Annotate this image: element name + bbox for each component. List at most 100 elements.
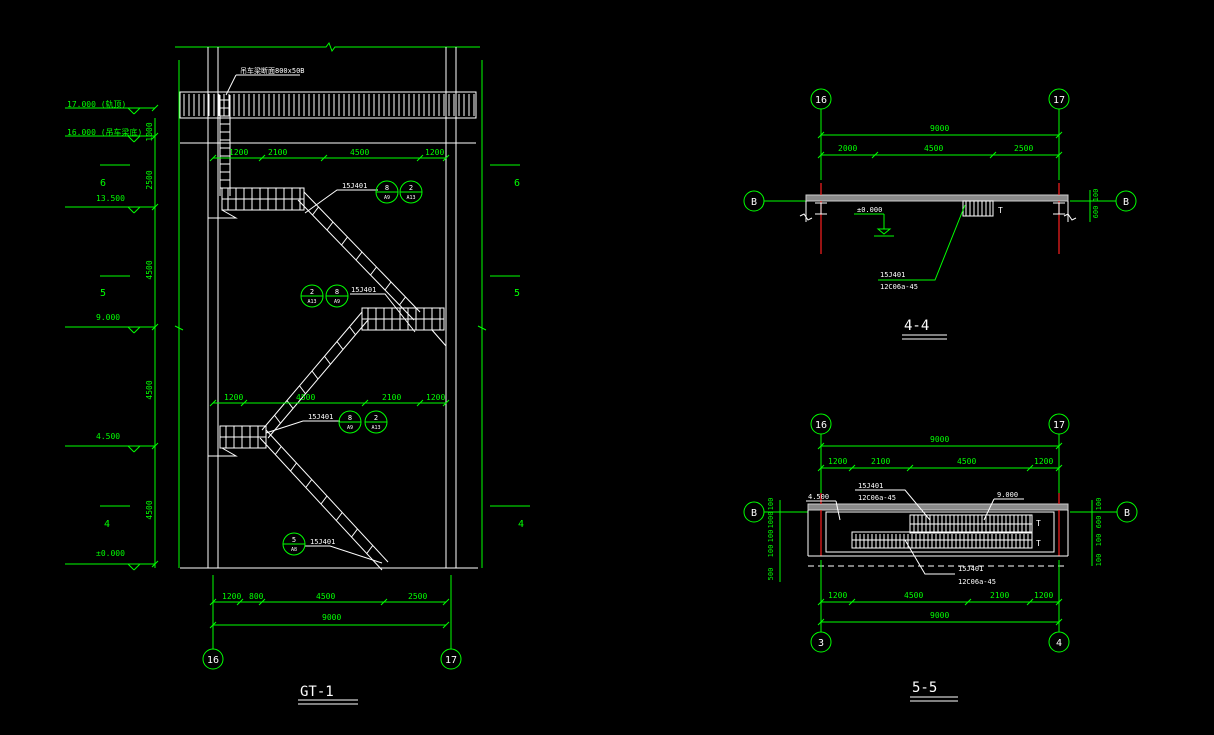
flight-tread: [384, 281, 392, 291]
dim-tick: [1055, 464, 1063, 472]
top-dim-2: 2100: [268, 148, 287, 157]
mid-dim-2: 4500: [296, 393, 315, 402]
support-upper: [208, 209, 238, 219]
dim-tick: [416, 154, 424, 162]
left-dim-3: 100: [767, 530, 775, 543]
floor-6-left: 6: [100, 178, 106, 189]
mid-dim-1: 1200: [224, 393, 243, 402]
bottom-dim-2: 800: [249, 592, 264, 601]
dim-tick: [151, 442, 159, 450]
dim-tick: [906, 464, 914, 472]
svg-text:A13: A13: [406, 195, 415, 201]
leader-3: [265, 420, 340, 434]
grid-label-right: B: [1124, 508, 1130, 519]
top-dim-4: 1200: [1034, 457, 1053, 466]
dim-tick: [817, 151, 825, 159]
side-dim-100: 100: [1092, 189, 1100, 202]
support-lower: [208, 447, 238, 457]
vdim-4500-b: 4500: [145, 380, 154, 399]
bottom-dim-1: 1200: [222, 592, 241, 601]
elevation-triangle: [133, 326, 141, 334]
dim-4500: 4500: [924, 144, 943, 153]
elevation-triangle: [133, 135, 141, 143]
total-dim-top: 9000: [930, 435, 949, 444]
note-leader-bottom: [904, 539, 955, 575]
axis-label-17: 17: [1053, 420, 1065, 431]
flight-tread: [274, 446, 282, 455]
left-dim-5: 500: [767, 568, 775, 581]
rebar-note-top: 12C06a-45: [858, 494, 896, 502]
elev-left-leader: [835, 500, 841, 521]
axis-label-3: 3: [818, 638, 824, 649]
ref-code: 15J401: [880, 271, 905, 279]
flight-tread: [341, 236, 348, 246]
svg-text:A9: A9: [347, 425, 353, 431]
grid-label-right: B: [1123, 197, 1129, 208]
dim-tick: [151, 104, 159, 112]
dim-tick: [442, 598, 450, 606]
dim-tick: [380, 598, 388, 606]
dim-tick: [209, 154, 217, 162]
axis-bubble-4: [1048, 631, 1070, 653]
vdim-4500-c: 4500: [145, 500, 154, 519]
dim-tick: [848, 464, 856, 472]
floor-marks: [100, 164, 530, 507]
flight-tread: [274, 414, 281, 424]
callout-4: 8A9: [325, 284, 349, 308]
left-dim-1: 100: [767, 498, 775, 511]
dim-tick: [151, 203, 159, 211]
ref-code-top: 15J401: [858, 482, 883, 490]
mid-dim-4: 1200: [426, 393, 445, 402]
dim-tick: [236, 598, 244, 606]
axis-label-17: 17: [445, 655, 457, 666]
axis-bubble-16: [202, 648, 224, 670]
bottom-dim-3: 2100: [990, 591, 1009, 600]
ref-code-4: 15J401: [310, 538, 335, 546]
flight-tread: [311, 370, 319, 380]
dim-tick: [817, 131, 825, 139]
gt1-title: GT-1: [300, 684, 334, 700]
stair-hatch: [965, 201, 991, 216]
callout-5: 8A9: [338, 410, 362, 434]
break-right: [1063, 213, 1077, 221]
svg-text:A9: A9: [334, 299, 340, 305]
flight-tread: [399, 296, 406, 306]
svg-text:A9: A9: [384, 195, 390, 201]
landing-rails: [220, 188, 444, 448]
dim-2500: 2500: [1014, 144, 1033, 153]
stair-flights: [259, 191, 421, 571]
ref-code-2: 15J401: [351, 286, 376, 294]
elev-0000: ±0.000: [96, 549, 125, 558]
svg-text:5: 5: [292, 536, 296, 544]
flight-tread: [366, 545, 374, 554]
dim-tick: [1026, 464, 1034, 472]
flight-tread: [299, 385, 306, 395]
ref-code-1: 15J401: [342, 182, 367, 190]
elev-17000: 17.000 (轨顶): [67, 99, 126, 109]
svg-text:8: 8: [348, 414, 352, 422]
svg-text:A13: A13: [307, 299, 316, 305]
flight-tread: [349, 326, 356, 336]
rebar-note-bottom: 12C06a-45: [958, 578, 996, 586]
break-left: [799, 213, 813, 221]
elevation-triangle: [127, 326, 135, 334]
sec44-title: 4-4: [904, 318, 929, 334]
flight-tread: [351, 528, 358, 538]
dim-tick: [817, 442, 825, 450]
svg-text:8: 8: [385, 184, 389, 192]
dim-tick: [258, 154, 266, 162]
right-dim-4: 100: [1095, 554, 1103, 567]
right-dim-1: 100: [1095, 498, 1103, 511]
top-dim-3: 4500: [350, 148, 369, 157]
flight-tread: [370, 266, 377, 276]
total-dim: 9000: [322, 613, 341, 622]
elev-symbol: [874, 228, 894, 237]
elev-right-leader: [983, 498, 995, 521]
elev-13500: 13.500: [96, 194, 125, 203]
dim-tick: [258, 598, 266, 606]
grid-label-left: B: [751, 508, 757, 519]
dim-tick: [1055, 131, 1063, 139]
